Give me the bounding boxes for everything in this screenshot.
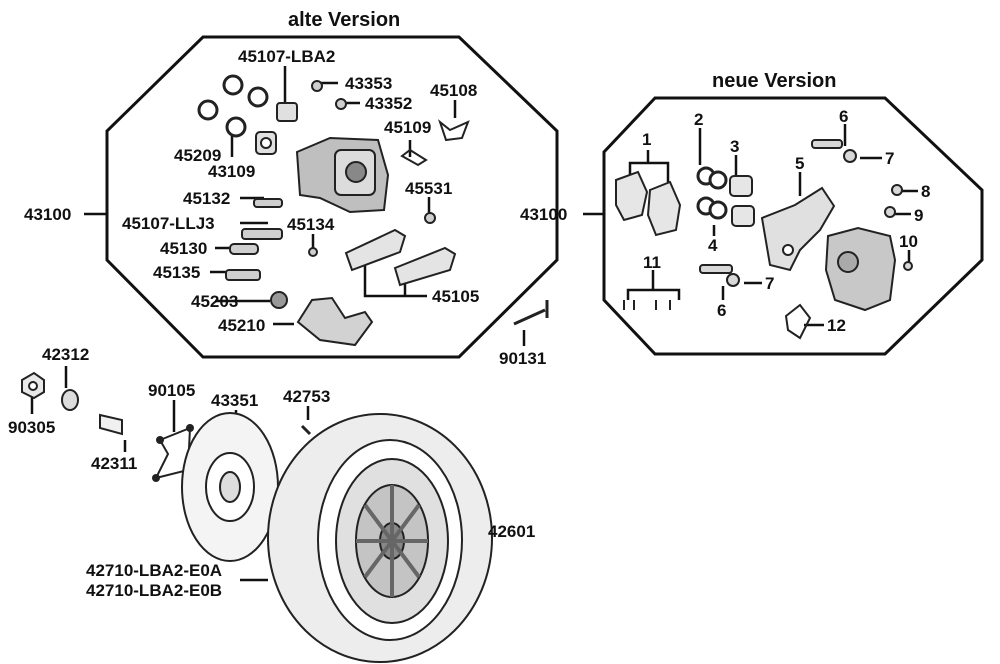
- label-6-top: 6: [839, 107, 849, 126]
- new-version-frame: [602, 96, 984, 356]
- label-42311: 42311: [91, 454, 138, 473]
- label-43109: 43109: [208, 162, 256, 181]
- label-5: 5: [795, 154, 805, 173]
- label-42312: 42312: [42, 345, 90, 364]
- label-45210: 45210: [218, 316, 266, 335]
- label-42710-lba2-e0b: 42710-LBA2-E0B: [86, 581, 223, 600]
- label-43353: 43353: [345, 74, 393, 93]
- brake-pads-old-icon: [344, 228, 457, 287]
- label-43352: 43352: [365, 94, 413, 113]
- label-45135: 45135: [153, 263, 201, 282]
- piston-seals-icon: [696, 166, 728, 220]
- label-42710-lba2-e0a: 42710-LBA2-E0A: [86, 561, 223, 580]
- brake-disc-icon: [181, 412, 279, 562]
- caliper-old-icon: [295, 136, 390, 214]
- bolt-small-icon: [308, 80, 436, 257]
- bracket-new-icon: [760, 186, 836, 272]
- label-45109: 45109: [384, 118, 432, 137]
- bracket-old-icon: [296, 296, 374, 347]
- caliper-new-icon: [824, 226, 897, 312]
- label-9: 9: [914, 206, 924, 225]
- label-45108: 45108: [430, 81, 478, 100]
- bearing-icon: [61, 389, 79, 411]
- label-43100-left: 43100: [24, 205, 72, 224]
- old-version-frame: [105, 35, 559, 359]
- valve-icon: [300, 424, 312, 436]
- label-7-top: 7: [885, 149, 895, 168]
- label-4: 4: [708, 236, 718, 255]
- pad-clips-icon: [623, 300, 671, 310]
- label-45130: 45130: [160, 239, 208, 258]
- label-6-bottom: 6: [717, 301, 727, 320]
- piston-icon: [255, 102, 298, 155]
- label-3: 3: [730, 137, 740, 156]
- new-version-parts: [615, 139, 913, 340]
- pad-spring-icon: [400, 119, 470, 167]
- label-90131: 90131: [499, 349, 547, 368]
- spacer-icon: [99, 413, 123, 436]
- old-version-title: alte Version: [288, 9, 401, 31]
- label-2: 2: [694, 110, 704, 129]
- label-45107-lba2: 45107-LBA2: [238, 47, 336, 66]
- label-43351: 43351: [211, 391, 259, 410]
- label-45531: 45531: [405, 179, 453, 198]
- label-1: 1: [642, 130, 652, 149]
- label-45203: 45203: [191, 292, 239, 311]
- old-version-parts: [197, 74, 549, 347]
- pad-spring-new-icon: [784, 303, 812, 340]
- pistons-new-icon: [729, 175, 755, 227]
- label-45105: 45105: [432, 287, 480, 306]
- nut-icon: [21, 371, 45, 400]
- label-8: 8: [921, 182, 931, 201]
- brake-pads-new-icon: [615, 170, 682, 237]
- label-42753: 42753: [283, 387, 331, 406]
- label-10: 10: [899, 232, 918, 251]
- label-45132: 45132: [183, 189, 231, 208]
- label-90305: 90305: [8, 418, 56, 437]
- label-45134: 45134: [287, 215, 335, 234]
- seal-rings-icon: [197, 74, 269, 138]
- pins-icon: [225, 198, 288, 309]
- new-version-title: neue Version: [712, 70, 837, 92]
- label-90105: 90105: [148, 381, 196, 400]
- label-7-bottom: 7: [765, 274, 775, 293]
- rear-tire-icon: [267, 413, 493, 663]
- label-11: 11: [643, 253, 661, 272]
- label-42601: 42601: [488, 522, 536, 541]
- bolts-new-icon: [699, 139, 913, 287]
- label-43100-right: 43100: [520, 205, 568, 224]
- bleeder-icon: [513, 300, 549, 326]
- label-45107-llj3: 45107-LLJ3: [122, 214, 215, 233]
- label-12: 12: [827, 316, 846, 335]
- wheel-assembly: [21, 371, 493, 663]
- label-45209: 45209: [174, 146, 222, 165]
